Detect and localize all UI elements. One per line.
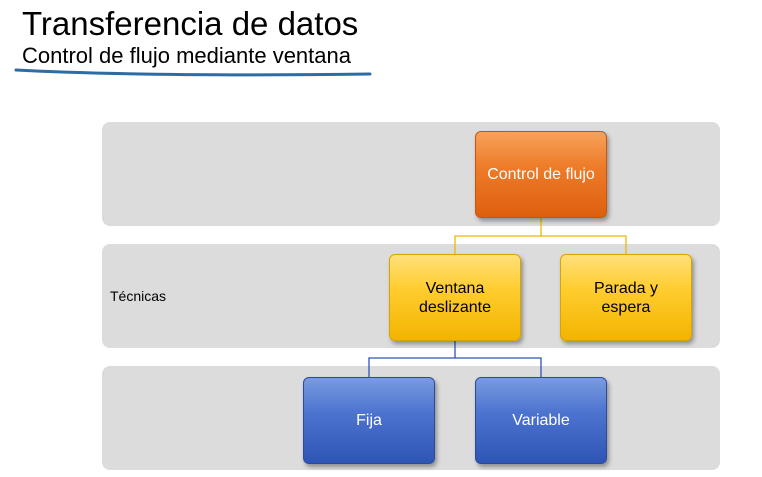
band-root <box>102 122 720 226</box>
node-fija: Fija <box>303 377 435 464</box>
node-variable-label: Variable <box>512 412 570 429</box>
node-parada-y-espera: Parada y espera <box>560 254 692 341</box>
page-subtitle: Control de flujo mediante ventana <box>22 43 351 68</box>
subtitle-underline <box>14 68 372 77</box>
node-control-de-flujo-label: Control de flujo <box>487 166 595 183</box>
page-title: Transferencia de datos <box>22 5 359 42</box>
connector-window-to-types <box>368 341 542 377</box>
band-label-techniques: Técnicas <box>110 288 167 304</box>
node-ventana-deslizante: Ventana deslizante <box>389 254 521 341</box>
node-ventana-deslizante-label: Ventana deslizante <box>418 279 492 316</box>
node-fija-label: Fija <box>356 412 382 429</box>
node-control-de-flujo: Control de flujo <box>475 131 607 218</box>
connector-root-to-techniques <box>454 218 627 254</box>
node-variable: Variable <box>475 377 607 464</box>
node-parada-y-espera-label: Parada y espera <box>593 279 659 316</box>
